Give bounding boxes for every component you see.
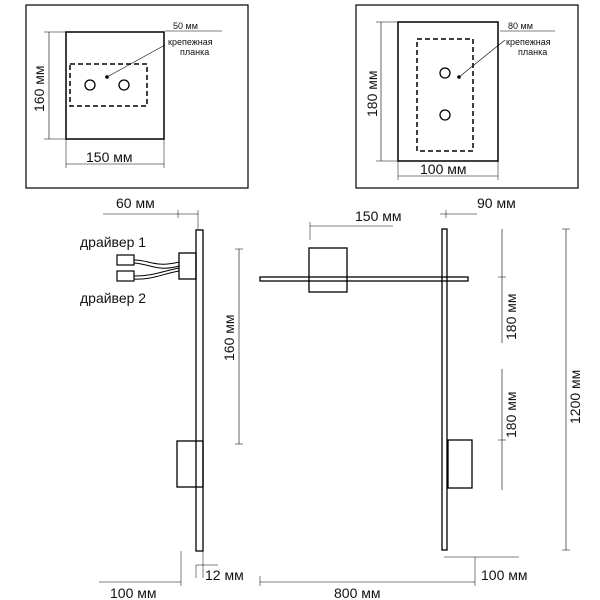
- thickness-dim-label: 12 мм: [205, 567, 244, 583]
- driver-2-box: [116, 270, 135, 282]
- screw-hole: [439, 67, 451, 79]
- bracket-label: планка: [180, 47, 209, 57]
- leader-line: [106, 44, 166, 78]
- front-view: 150 мм 90 мм 180 мм 180 мм 1200 мм 800 м…: [259, 195, 583, 600]
- top-right-panel: 80 мм крепежная планка 180 мм 100 мм: [355, 4, 579, 189]
- screw-hole: [84, 79, 96, 91]
- top-left-frame: [25, 4, 249, 189]
- bracket-label: планка: [518, 47, 547, 57]
- bracket-label: крепежная: [168, 37, 213, 47]
- driver-1-label: драйвер 1: [80, 234, 146, 250]
- base-plate: [65, 31, 165, 140]
- height-dim-label: 160 мм: [31, 66, 47, 113]
- mounting-bracket: [69, 63, 148, 107]
- bracket-dim-label: 80 мм: [508, 21, 533, 31]
- leader-line: [458, 39, 506, 78]
- depth-dim-label: 60 мм: [116, 195, 155, 211]
- arm-offset-dim-label: 90 мм: [477, 195, 516, 211]
- screw-hole: [439, 109, 451, 121]
- spacing-dim-label: 160 мм: [221, 315, 237, 362]
- arm-dim-label: 150 мм: [355, 208, 402, 224]
- width-dim-label: 150 мм: [86, 149, 133, 165]
- top-left-panel: 50 мм крепежная планка 160 мм 150 мм: [25, 4, 249, 189]
- side-panel: [195, 229, 204, 552]
- total-height-dim-label: 1200 мм: [567, 370, 583, 424]
- width-dim-label: 100 мм: [420, 161, 467, 177]
- right-offset-dim-label: 100 мм: [481, 567, 528, 583]
- screw-hole: [118, 79, 130, 91]
- lamp-shade: [308, 247, 348, 293]
- base-plate: [397, 21, 499, 162]
- driver-2-cable: [133, 267, 180, 277]
- side-view: 60 мм драйвер 1 драйвер 2 160 мм 100 мм …: [80, 195, 244, 600]
- driver-2-label: драйвер 2: [80, 290, 146, 306]
- driver-1-cable: [133, 259, 180, 265]
- offset-dim-label: 100 мм: [110, 585, 157, 600]
- driver-1-box: [116, 254, 135, 266]
- horizontal-arm: [259, 276, 469, 282]
- lower-spacing-dim-label: 180 мм: [503, 392, 519, 439]
- upper-spacing-dim-label: 180 мм: [503, 294, 519, 341]
- mounting-bracket: [416, 38, 474, 152]
- bracket-dim-label: 50 мм: [173, 21, 198, 31]
- lower-shade: [447, 439, 473, 489]
- upper-mount: [178, 252, 197, 280]
- top-right-frame: [355, 4, 579, 189]
- height-dim-label: 180 мм: [364, 71, 380, 118]
- bracket-label: крепежная: [506, 37, 551, 47]
- lower-mount: [176, 440, 204, 488]
- front-panel: [441, 228, 448, 551]
- width-dim-label: 800 мм: [334, 585, 381, 600]
